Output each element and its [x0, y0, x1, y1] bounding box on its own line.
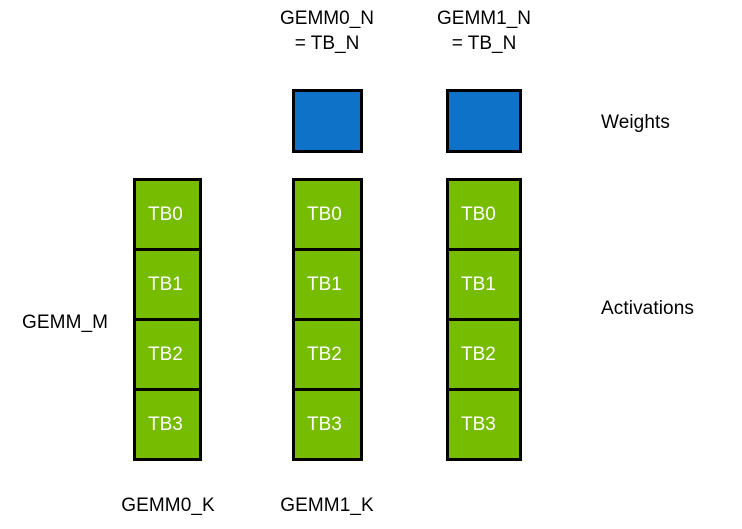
activation-cell[interactable]: TB2 — [292, 318, 363, 391]
activation-cell[interactable]: TB3 — [292, 388, 363, 461]
header-gemm0-n-line1: GEMM0_N — [280, 8, 374, 29]
weights-row-label: Weights — [601, 112, 670, 133]
activation-cell[interactable]: TB2 — [133, 318, 202, 391]
activation-column-gemm1: TB0 TB1 TB2 TB3 — [446, 178, 522, 461]
gemm0-weight-tile[interactable] — [292, 89, 363, 153]
header-gemm1-n: GEMM1_N = TB_N — [404, 6, 564, 56]
header-gemm1-n-line2: = TB_N — [451, 33, 517, 54]
header-gemm1-n-line1: GEMM1_N — [437, 8, 531, 29]
activation-column-m: TB0 TB1 TB2 TB3 — [133, 178, 202, 461]
activation-cell[interactable]: TB1 — [446, 248, 522, 321]
gemm1-weight-tile[interactable] — [446, 89, 522, 153]
activation-column-gemm0: TB0 TB1 TB2 TB3 — [292, 178, 363, 461]
gemm-m-label: GEMM_M — [22, 312, 109, 333]
activation-cell[interactable]: TB0 — [133, 178, 202, 251]
activation-cell[interactable]: TB1 — [292, 248, 363, 321]
header-gemm0-n: GEMM0_N = TB_N — [247, 6, 407, 56]
activation-cell[interactable]: TB0 — [446, 178, 522, 251]
activation-cell[interactable]: TB0 — [292, 178, 363, 251]
activation-cell[interactable]: TB3 — [446, 388, 522, 461]
activation-cell[interactable]: TB2 — [446, 318, 522, 391]
activation-cell[interactable]: TB1 — [133, 248, 202, 321]
header-gemm0-n-line2: = TB_N — [294, 33, 360, 54]
gemm0-k-label: GEMM0_K — [121, 495, 215, 516]
activation-cell[interactable]: TB3 — [133, 388, 202, 461]
activations-row-label: Activations — [601, 298, 694, 319]
gemm1-k-label: GEMM1_K — [280, 495, 374, 516]
